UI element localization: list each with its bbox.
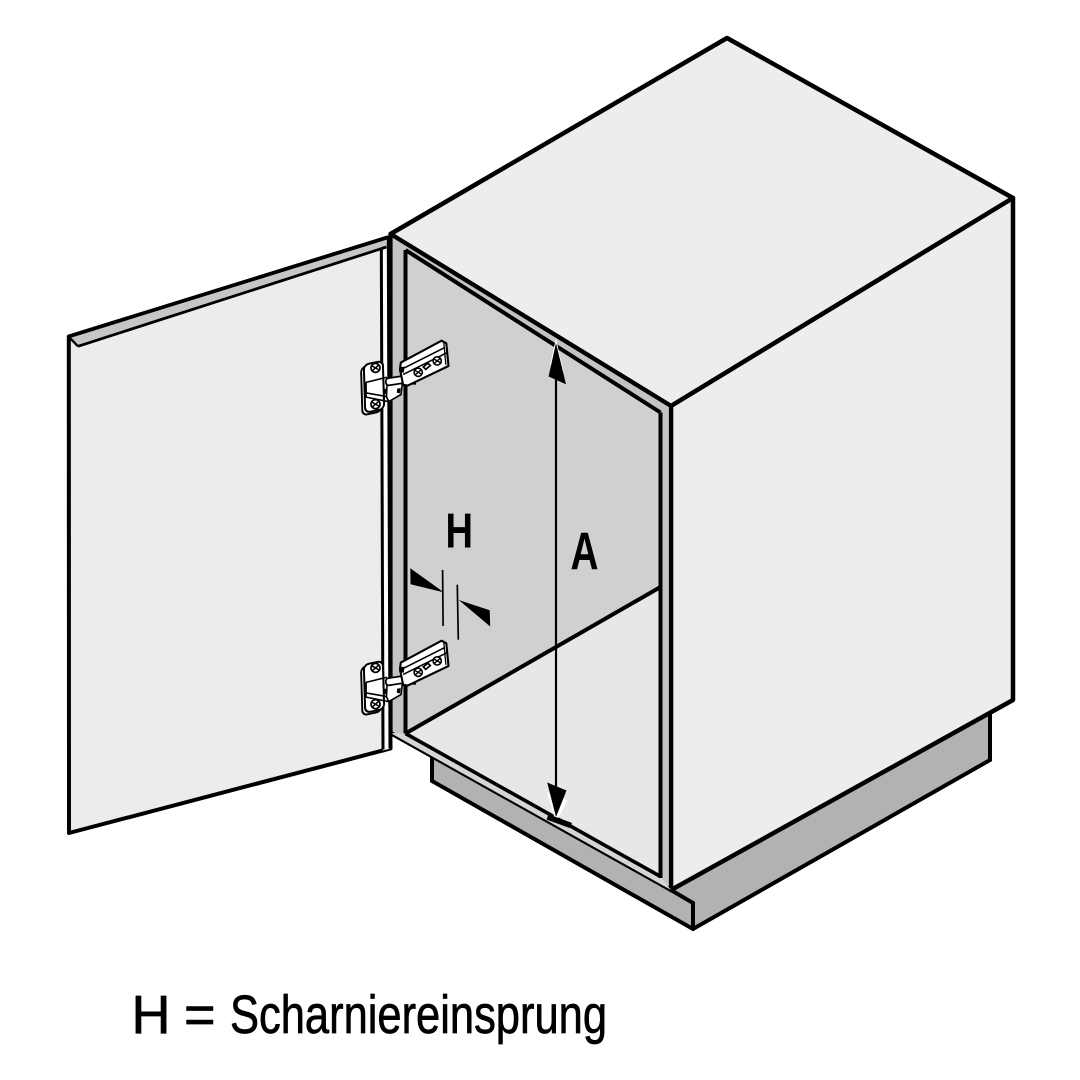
svg-text:H: H: [446, 503, 474, 558]
svg-text:H: H: [132, 985, 171, 1045]
svg-text:=: =: [184, 985, 216, 1045]
svg-text:Scharniereinsprung: Scharniereinsprung: [230, 985, 607, 1045]
svg-text:A: A: [571, 523, 599, 582]
